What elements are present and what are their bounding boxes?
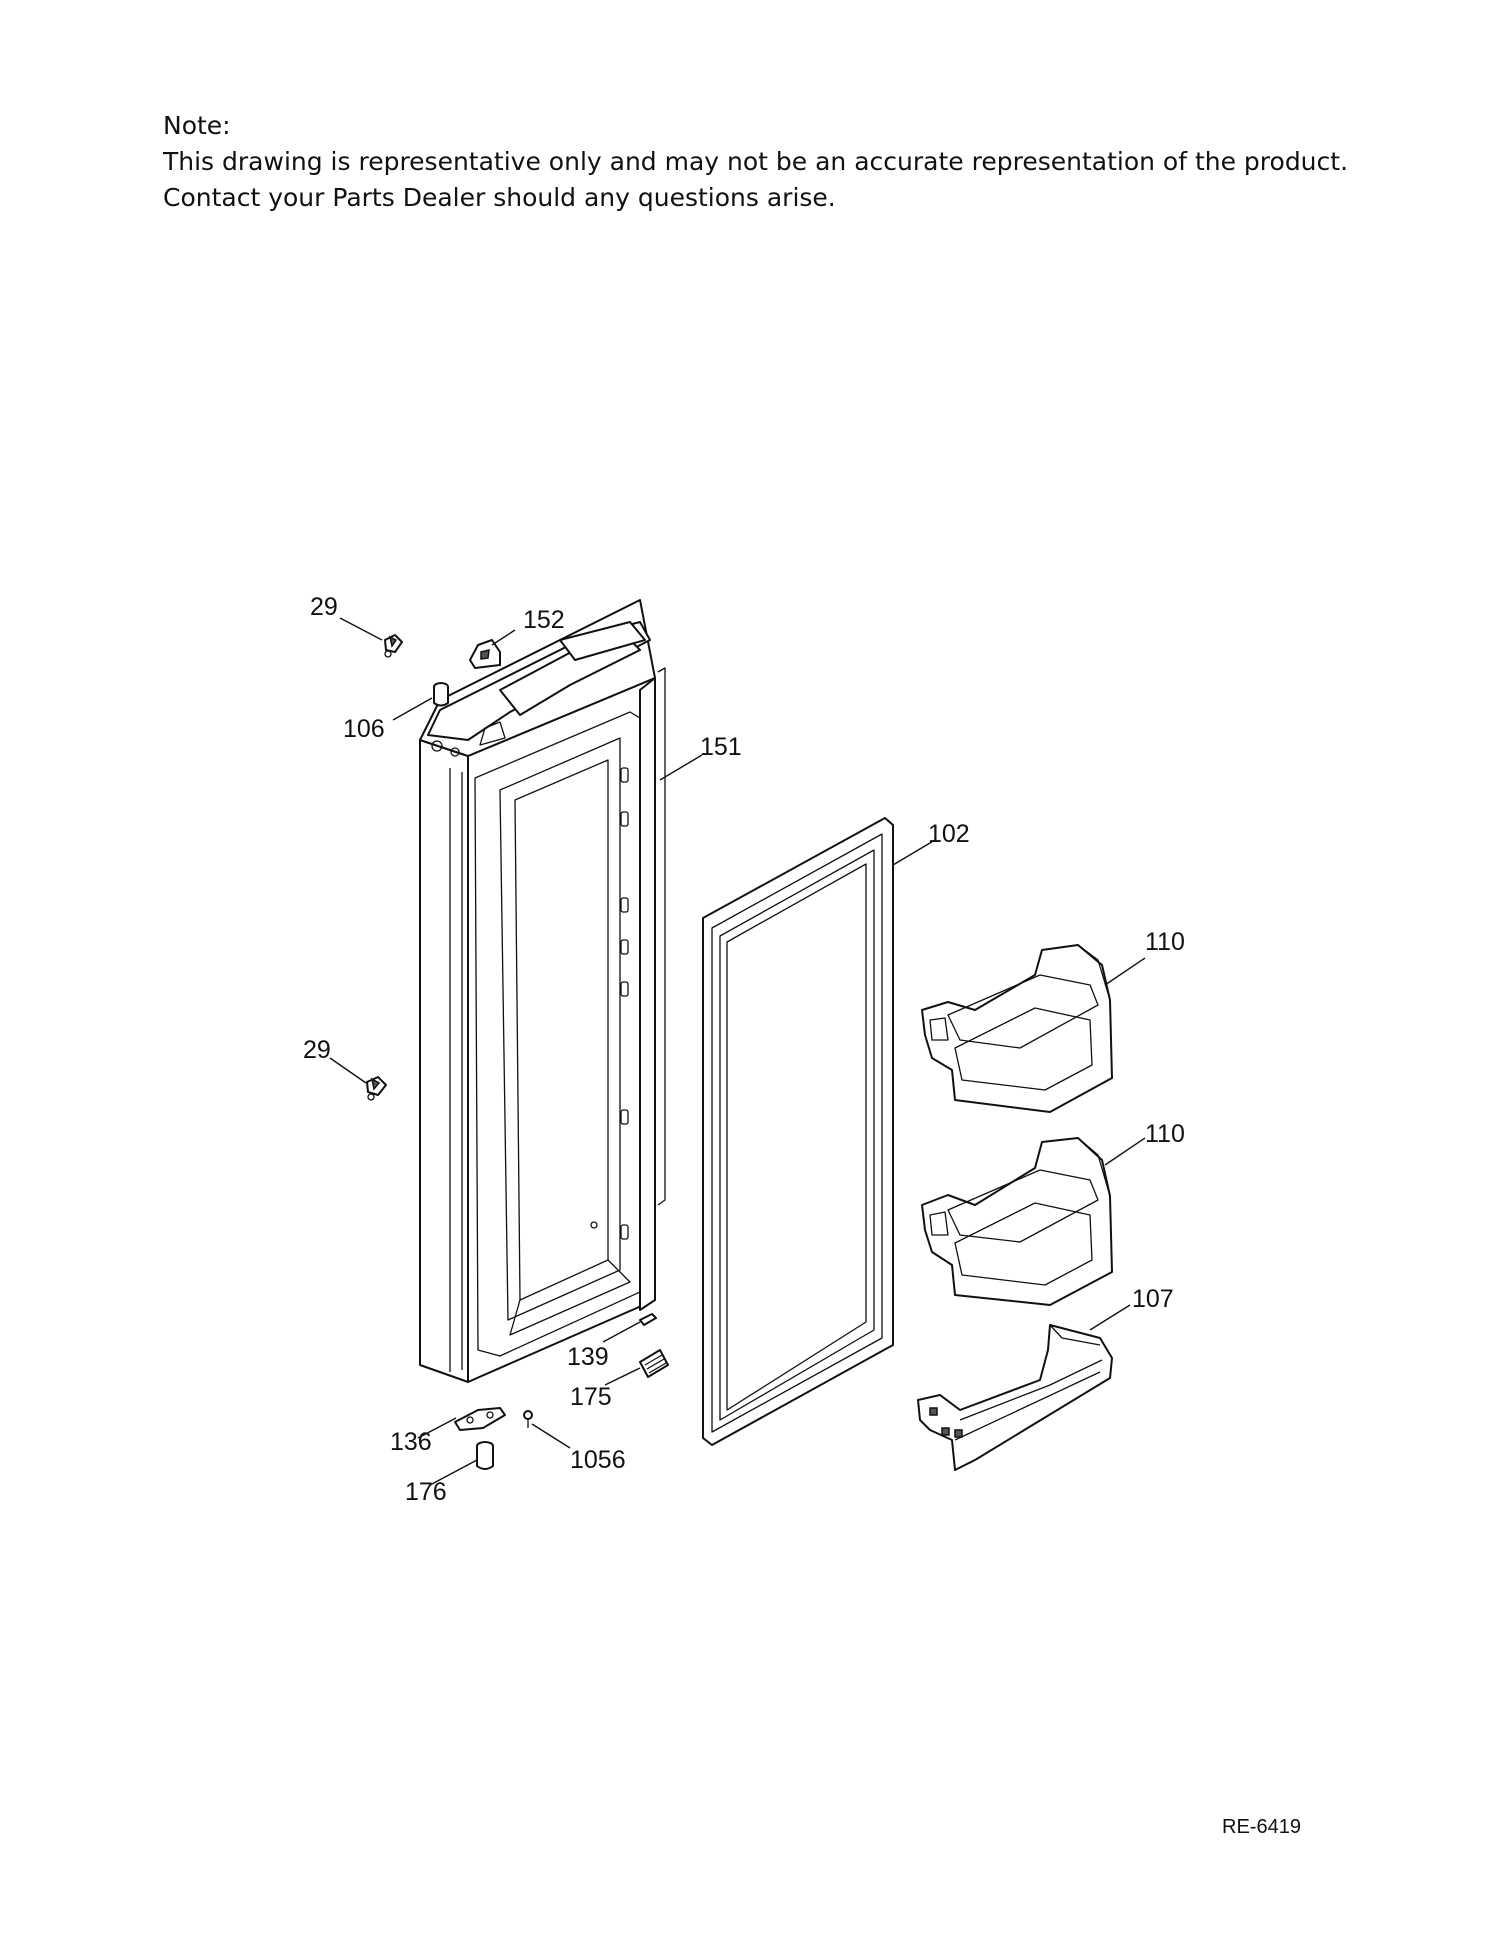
callout-139: 139 [567,1343,609,1371]
callout-29-mid: 29 [303,1036,331,1064]
bushing-part-106 [433,682,449,707]
latch-part-175 [639,1349,669,1378]
note-heading: Note: [163,111,231,140]
callout-107: 107 [1132,1285,1174,1313]
callout-175: 175 [570,1383,612,1411]
callout-152: 152 [523,606,565,634]
bushing-part-176 [476,1441,494,1470]
callout-102: 102 [928,820,970,848]
callout-176: 176 [405,1478,447,1506]
hinge-plate-136 [454,1407,506,1431]
hinge-part-29-top [384,634,403,658]
disclaimer-note: Note: This drawing is representative onl… [163,108,1348,216]
note-line-2: Contact your Parts Dealer should any que… [163,183,836,212]
note-line-1: This drawing is representative only and … [163,147,1349,176]
callout-1056: 1056 [570,1446,626,1474]
leader-lines [329,617,1146,1486]
clip-part-139 [639,1313,657,1326]
screw-part-1056 [523,1410,533,1428]
door-gasket-102 [702,817,894,1446]
callout-106: 106 [343,715,385,743]
door-bin-107 [917,1324,1113,1471]
document-code: RE-6419 [1222,1816,1301,1838]
door-bin-110-top [921,944,1113,1113]
callout-136: 136 [390,1428,432,1456]
callout-110-bottom: 110 [1145,1120,1185,1148]
cover-part-152 [469,639,501,669]
door-bin-110-bottom [921,1137,1113,1306]
callout-110-top: 110 [1145,928,1185,956]
callout-151: 151 [700,733,742,761]
door-assembly-151 [419,599,666,1383]
hinge-part-29-mid [366,1076,387,1101]
callout-29-top: 29 [310,593,338,621]
